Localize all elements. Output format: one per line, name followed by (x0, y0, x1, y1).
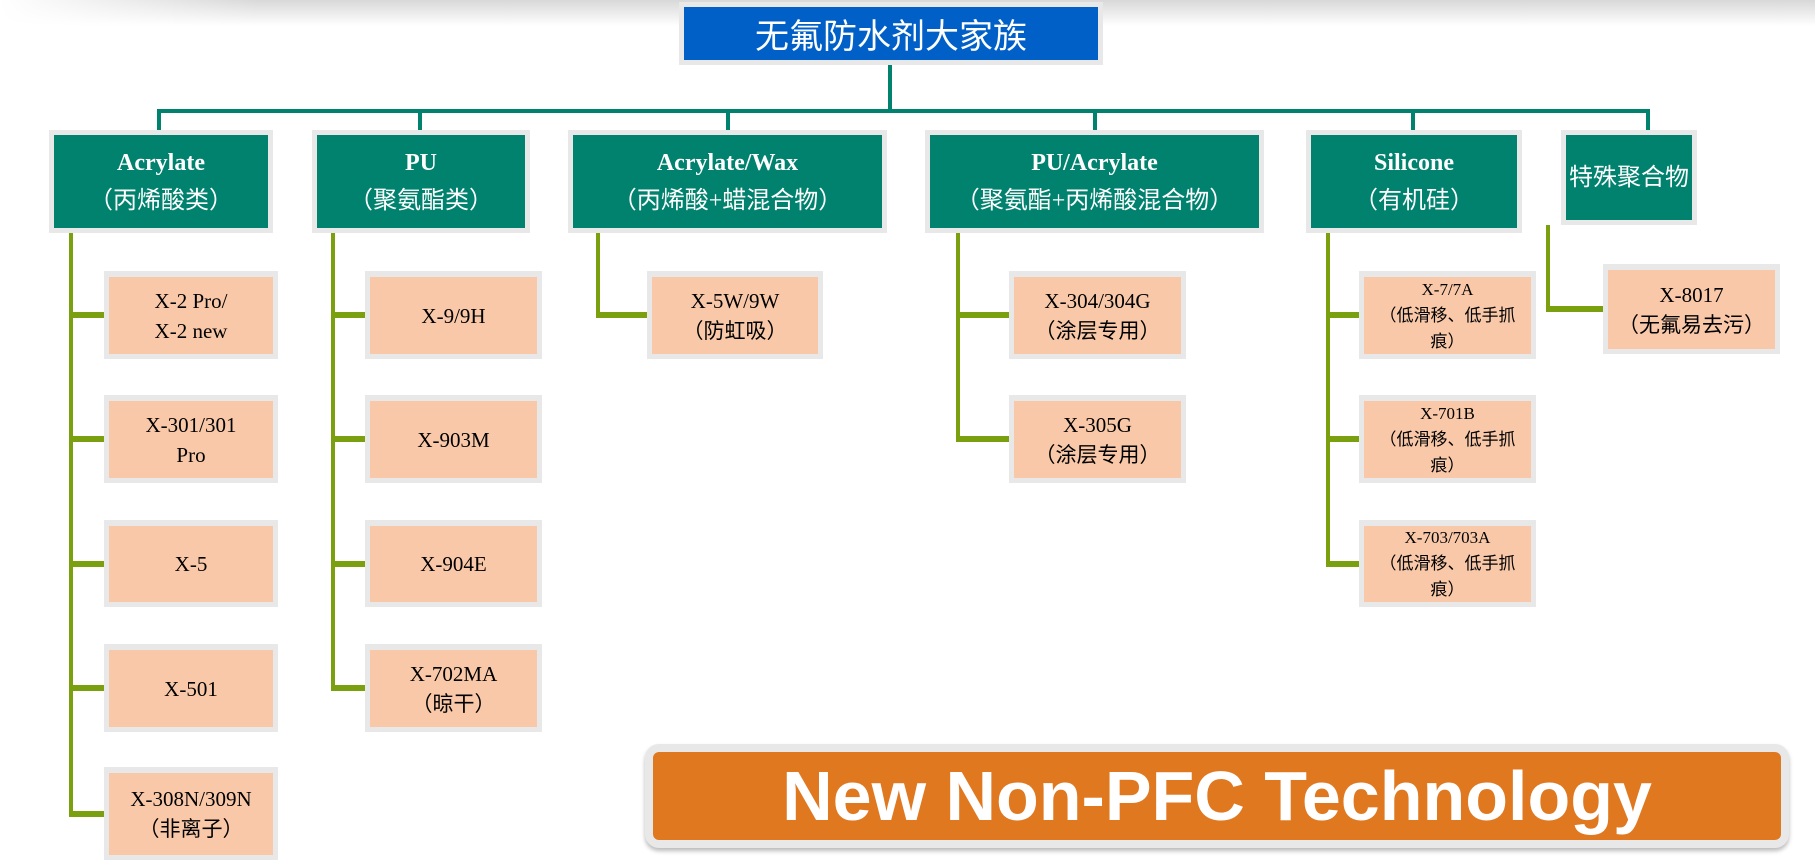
diagram-title: 无氟防水剂大家族 (679, 2, 1103, 65)
category-chinese-name: （丙烯酸+蜡混合物） (612, 187, 843, 214)
product-text-line: 痕） (1430, 455, 1465, 475)
category-chinese-name: （聚氨酯类） (349, 187, 493, 214)
product-text-line: X-7/7A (1421, 279, 1474, 299)
product-box: X-701B （低滑移、低手抓痕） (1359, 395, 1536, 483)
branch-stub (1546, 306, 1603, 312)
branch-stub (331, 685, 365, 691)
product-text-line: X-9/9H (421, 303, 486, 328)
category-box: Silicone （有机硅） (1306, 130, 1522, 233)
technology-banner: New Non-PFC Technology (645, 744, 1789, 848)
product-box: X-304/304G （涂层专用） (1009, 271, 1186, 359)
branch-stub (331, 436, 365, 442)
product-text-line: （非离子） (138, 817, 244, 841)
main-horizontal-connector (157, 109, 1650, 113)
product-text-line: （无氟易去污） (1618, 312, 1765, 337)
category-connector (157, 111, 161, 130)
category-english-name: PU (405, 149, 437, 176)
product-box: X-2 Pro/X-2 new (104, 271, 278, 359)
category-english-name: PU/Acrylate (1031, 149, 1158, 176)
branch-rail (1326, 233, 1330, 567)
product-text-line: X-702MA (409, 661, 498, 686)
product-box: X-904E (365, 520, 542, 607)
product-text-line: X-301/301 (145, 412, 237, 437)
branch-stub (956, 312, 1009, 318)
category-connector (1646, 111, 1650, 130)
product-text-line: X-2 Pro/ (154, 288, 228, 313)
product-box: X-903M (365, 395, 542, 483)
branch-rail (69, 233, 73, 817)
product-text-line: （防虹吸） (682, 318, 788, 343)
product-text-line: X-501 (164, 676, 218, 701)
category-box: PU （聚氨酯类） (312, 130, 530, 233)
category-connector (1093, 111, 1097, 130)
product-box: X-5W/9W （防虹吸） (647, 271, 823, 359)
branch-rail (1546, 225, 1550, 312)
branch-stub (1326, 560, 1359, 567)
product-text-line: （低滑移、低手抓 (1379, 429, 1516, 449)
product-box: X-702MA （晾干） (365, 644, 542, 732)
branch-rail (596, 233, 600, 318)
product-box: X-501 (104, 644, 278, 732)
category-chinese-name: （聚氨酯+丙烯酸混合物） (955, 187, 1234, 214)
category-box: Acrylate （丙烯酸类） (49, 130, 273, 233)
branch-stub (69, 560, 104, 567)
product-text-line: （晾干） (411, 691, 496, 716)
category-box: PU/Acrylate （聚氨酯+丙烯酸混合物） (925, 130, 1264, 233)
product-text-line: X-5W/9W (690, 288, 780, 313)
branch-stub (331, 312, 365, 318)
branch-stub (596, 312, 647, 318)
title-connector (888, 65, 892, 112)
product-text-line: X-304/304G (1044, 288, 1151, 313)
category-connector (1411, 111, 1415, 130)
product-text-line: X-305G (1063, 412, 1132, 437)
category-english-name: Silicone (1373, 149, 1454, 176)
category-chinese-name: （丙烯酸类） (89, 187, 233, 214)
category-chinese-name: 特殊聚合物 (1569, 164, 1689, 191)
product-text-line: （涂层专用） (1034, 318, 1161, 343)
product-text-line: X-903M (417, 427, 490, 452)
product-text-line: X-5 (174, 552, 208, 576)
product-text-line: （涂层专用） (1034, 442, 1161, 467)
product-box: X-9/9H (365, 271, 542, 359)
product-text-line: X-904E (420, 552, 487, 576)
category-chinese-name: （有机硅） (1354, 187, 1474, 214)
product-box: X-8017 （无氟易去污） (1603, 264, 1780, 354)
product-text-line: X-703/703A (1404, 528, 1491, 547)
product-text-line: X-8017 (1659, 282, 1724, 307)
product-box: X-308N/309N （非离子） (104, 767, 278, 860)
category-box: 特殊聚合物 (1561, 130, 1697, 225)
product-box: X-305G （涂层专用） (1009, 395, 1186, 483)
product-box: X-703/703A （低滑移、低手抓痕） (1359, 520, 1536, 607)
product-text-line: （低滑移、低手抓 (1379, 554, 1516, 573)
branch-stub (69, 312, 104, 318)
product-text-line: X-701B (1420, 403, 1475, 423)
category-english-name: Acrylate/Wax (656, 149, 799, 176)
product-text-line: X-308N/309N (130, 787, 252, 811)
product-text-line: X-2 new (154, 318, 228, 343)
branch-stub (69, 436, 104, 442)
branch-stub (1326, 436, 1359, 442)
branch-rail (956, 233, 960, 442)
product-text-line: 痕） (1430, 580, 1465, 599)
product-text-line: 痕） (1430, 331, 1465, 351)
product-text-line: Pro (176, 442, 206, 467)
category-box: Acrylate/Wax （丙烯酸+蜡混合物） (568, 130, 887, 233)
branch-rail (331, 233, 335, 691)
product-box: X-7/7A （低滑移、低手抓痕） (1359, 271, 1536, 359)
branch-stub (69, 685, 104, 691)
category-connector (726, 111, 730, 130)
branch-stub (69, 810, 104, 817)
branch-stub (956, 436, 1009, 442)
product-box: X-5 (104, 520, 278, 607)
category-english-name: Acrylate (117, 149, 205, 176)
product-text-line: （低滑移、低手抓 (1379, 305, 1516, 325)
branch-stub (331, 560, 365, 567)
branch-stub (1326, 312, 1359, 318)
category-connector (418, 111, 422, 130)
